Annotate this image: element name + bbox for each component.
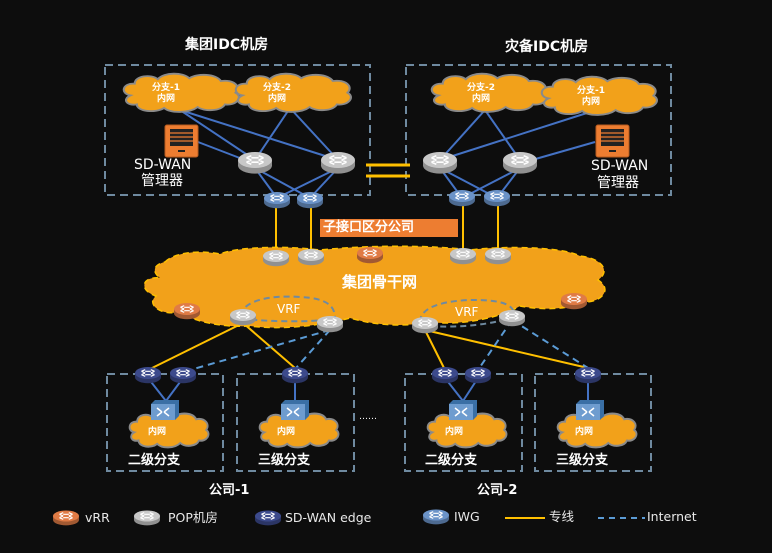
idc-core-router-icon: [503, 152, 537, 174]
legend-sdwan-edge-icon: [255, 510, 281, 526]
iwg-router-icon: [264, 192, 290, 209]
company1-branch2-box: [106, 373, 224, 472]
legend-internet-label: Internet: [647, 509, 697, 524]
company1-name: 公司-1: [209, 483, 250, 498]
company2-branch2-box: [404, 373, 523, 472]
sdwan-manager-server-icon: [164, 124, 199, 158]
vrf-ellipse-left: [239, 295, 337, 323]
branch-switch-icon: [576, 400, 604, 420]
company1-branch2-title: 二级分支: [128, 453, 181, 468]
company2-branch2-cloud-label: 内网: [445, 427, 464, 437]
sdwan-edge-router-icon: [282, 367, 308, 384]
legend-sdwan-edge-label: SD-WAN edge: [285, 510, 372, 525]
pop-router-icon: [450, 248, 476, 265]
company1-branch3-title: 三级分支: [258, 453, 311, 468]
company2-name: 公司-2: [477, 483, 518, 498]
legend-iwg-label: IWG: [454, 509, 480, 524]
iwg-router-icon: [484, 190, 510, 207]
backbone-cloud: [143, 245, 606, 329]
vrf-label-left: VRF: [277, 302, 301, 316]
sdwan-edge-router-icon: [135, 367, 161, 384]
subinterface-badge: 子接口区分公司: [320, 219, 458, 237]
internet-lines-company2: [477, 319, 589, 371]
idc-core-router-icon: [423, 152, 457, 174]
private-lines-company1: [147, 322, 296, 371]
idc-interconnect-lines: [366, 163, 410, 178]
sdwan-edge-router-icon: [465, 367, 491, 384]
legend-vrr-icon: [53, 510, 79, 526]
company2-branch2-title: 二级分支: [425, 453, 478, 468]
vrr-router-icon: [561, 293, 587, 310]
legend-vrr-label: vRR: [85, 510, 110, 525]
vrf-label-right: VRF: [455, 305, 479, 319]
idc-backup-manager-label2: 管理器: [597, 175, 639, 191]
idc-core-router-icon: [238, 152, 272, 174]
legend-pop-label: POP机房: [168, 510, 218, 525]
idc-primary-title: 集团IDC机房: [185, 37, 269, 53]
branch-switch-icon: [449, 400, 477, 420]
idc-primary-cloud-branch2: [234, 72, 352, 113]
branch-switch-icon: [281, 400, 309, 420]
idc-backup-box: [405, 64, 672, 196]
sdwan-edge-router-icon: [432, 367, 458, 384]
pop-router-icon: [230, 309, 256, 326]
idc-primary-box: [104, 64, 371, 196]
pop-router-icon: [317, 316, 343, 333]
sdwan-edge-router-icon: [170, 367, 196, 384]
branch-switch-icon: [151, 400, 179, 420]
pop-router-icon: [263, 250, 289, 267]
company1-branch3-cloud-label: 内网: [277, 427, 296, 437]
idc-primary-manager-label2: 管理器: [141, 173, 183, 189]
company2-branch3-cloud-label: 内网: [575, 427, 594, 437]
backbone-title: 集团骨干网: [342, 273, 418, 291]
company2-branch3-title: 三级分支: [556, 453, 609, 468]
iwg-router-icon: [449, 190, 475, 207]
vrr-router-icon: [357, 247, 383, 264]
pop-router-icon: [499, 310, 525, 327]
company1-branch2-cloud-label: 内网: [148, 427, 167, 437]
legend-private-line-label: 专线: [549, 509, 575, 524]
iwg-pop-lines: [275, 205, 499, 252]
pop-router-icon: [412, 317, 438, 334]
idc-backup-title: 灾备IDC机房: [505, 39, 589, 55]
pop-router-icon: [485, 248, 511, 265]
sdwan-manager-server-icon: [595, 124, 630, 158]
more-branches-ellipsis: ……: [359, 412, 377, 422]
vrr-router-icon: [174, 303, 200, 320]
legend-iwg-icon: [423, 509, 449, 525]
idc-primary-cloud-branch1: [122, 72, 240, 113]
private-lines-company2: [424, 329, 589, 371]
internet-lines-company1: [182, 329, 331, 373]
sdwan-edge-router-icon: [575, 367, 601, 384]
iwg-router-icon: [297, 192, 323, 209]
idc-backup-manager-label1: SD-WAN: [591, 158, 649, 174]
legend-pop-icon: [134, 510, 160, 526]
idc-core-router-icon: [321, 152, 355, 174]
idc-primary-manager-label1: SD-WAN: [134, 157, 192, 173]
pop-router-icon: [298, 249, 324, 266]
